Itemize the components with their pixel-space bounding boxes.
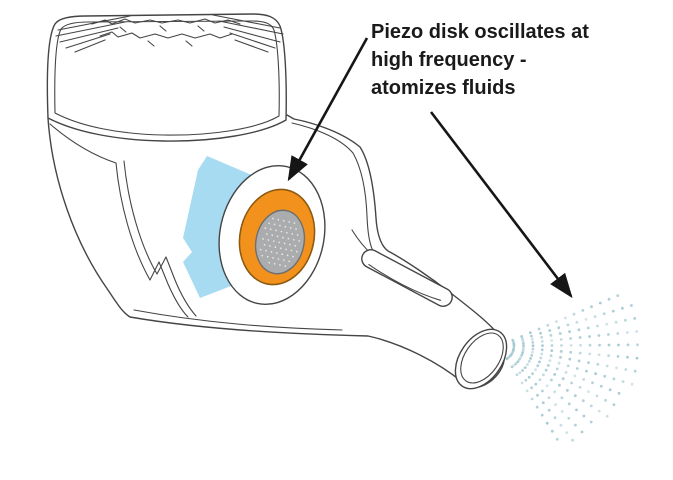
mesh-plate: [254, 209, 306, 275]
mouthpiece-slot: [361, 249, 453, 307]
body-crease: [115, 160, 197, 318]
mouthpiece-opening: [454, 328, 508, 390]
annotation-text: Piezo disk oscillates at high frequency …: [371, 21, 589, 99]
reservoir-inner-line: [54, 20, 280, 136]
mesh-holes: [259, 217, 300, 267]
body-inner-lines: [49, 122, 382, 331]
reservoir-crinkles: [55, 14, 284, 53]
spray-mist: [505, 294, 639, 442]
arrow-to-piezo-disk: [287, 37, 369, 182]
mouthpiece-rim: [460, 332, 504, 384]
arrow-to-spray: [429, 111, 573, 299]
reservoir: [46, 13, 287, 142]
